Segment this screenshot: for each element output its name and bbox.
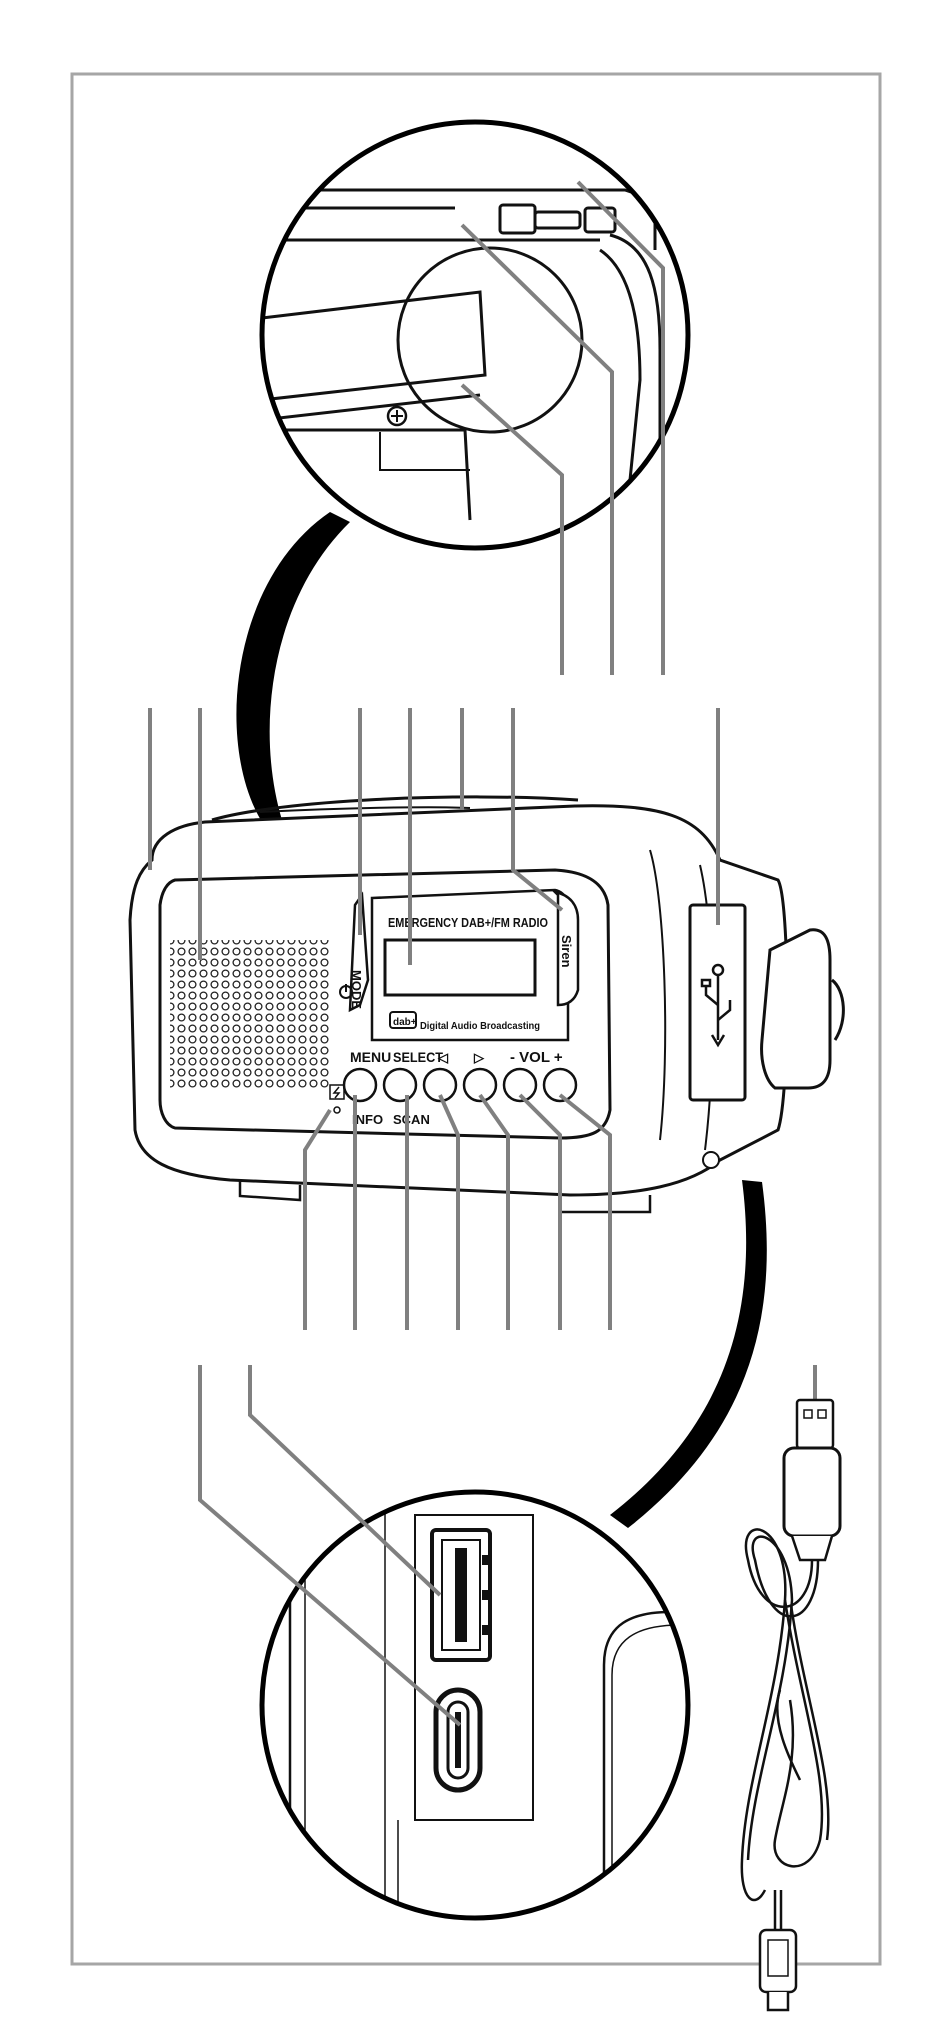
lcd-screen [385,940,535,995]
zoom-connector-top [236,512,350,822]
usb-cable [742,1365,840,2010]
siren-label: Siren [559,935,574,968]
select-label: SELECT [393,1049,443,1065]
menu-label: MENU [350,1049,391,1065]
usb-a-port [432,1530,490,1660]
usb-c-port [436,1690,480,1790]
menu-info-button[interactable] [344,1069,376,1101]
speaker-grill [170,940,330,1090]
screw-icon [388,407,406,425]
antenna-detail-magnifier [262,122,688,548]
vol-label: - VOL + [510,1049,563,1066]
right-arrow-label: ▷ [473,1050,485,1065]
svg-text:dab+: dab+ [393,1017,417,1028]
select-scan-button[interactable] [384,1069,416,1101]
left-arrow-label: ◁ [437,1050,449,1065]
ports-detail-magnifier [262,1490,700,1930]
scan-label: SCAN [393,1112,430,1127]
radio-body: MODE EMERGENCY DAB+/FM RADIO dab+ Digita… [130,797,843,1212]
hand-crank[interactable] [762,930,844,1088]
zoom-connector-bottom [610,1180,767,1528]
dab-subtitle: Digital Audio Broadcasting [420,1021,540,1032]
